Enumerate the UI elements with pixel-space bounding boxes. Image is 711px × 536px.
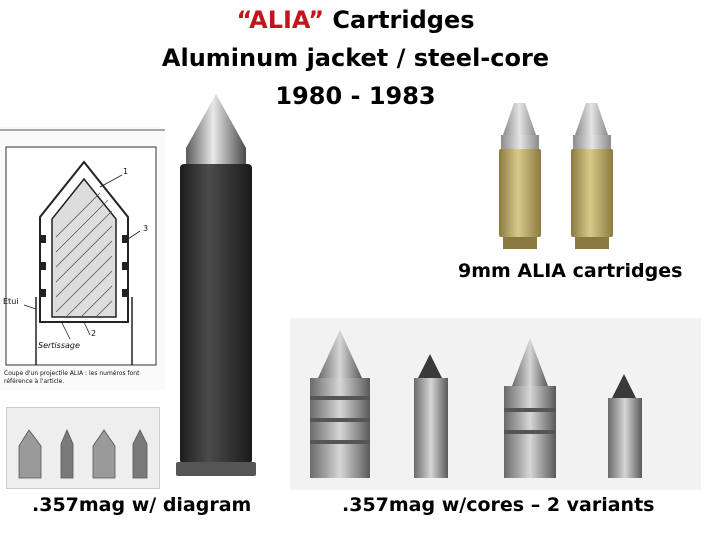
cores-photo	[290, 318, 701, 490]
diagram-caption: Coupe d'un projectile ALIA : les numéros…	[4, 370, 140, 385]
title-cartridges: Cartridges	[324, 6, 475, 34]
diagram-label-etui: Etui	[3, 297, 19, 306]
diagram-label-1: 1	[123, 167, 129, 176]
diagram-label-sertissage: Sertissage	[38, 341, 80, 350]
caption-left: .357mag w/ diagram	[32, 494, 252, 516]
title-line-1: “ALIA” Cartridges	[0, 6, 711, 34]
caption-nine-mm: 9mm ALIA cartridges	[458, 260, 683, 282]
title-line-2: Aluminum jacket / steel-core	[161, 44, 550, 72]
title-line-3: 1980 - 1983	[275, 82, 436, 110]
large-cartridge-photo	[166, 90, 266, 490]
small-cartridges-photo	[6, 407, 160, 489]
nine-mm-cartridges-photo	[491, 97, 626, 255]
caption-right: .357mag w/cores – 2 variants	[342, 494, 655, 516]
title-alia: “ALIA”	[236, 6, 325, 34]
cross-section-diagram: 1 3 2 Etui Sertissage Coupe d'un project…	[0, 127, 165, 390]
diagram-label-2: 2	[91, 329, 97, 338]
diagram-label-3: 3	[143, 224, 149, 233]
